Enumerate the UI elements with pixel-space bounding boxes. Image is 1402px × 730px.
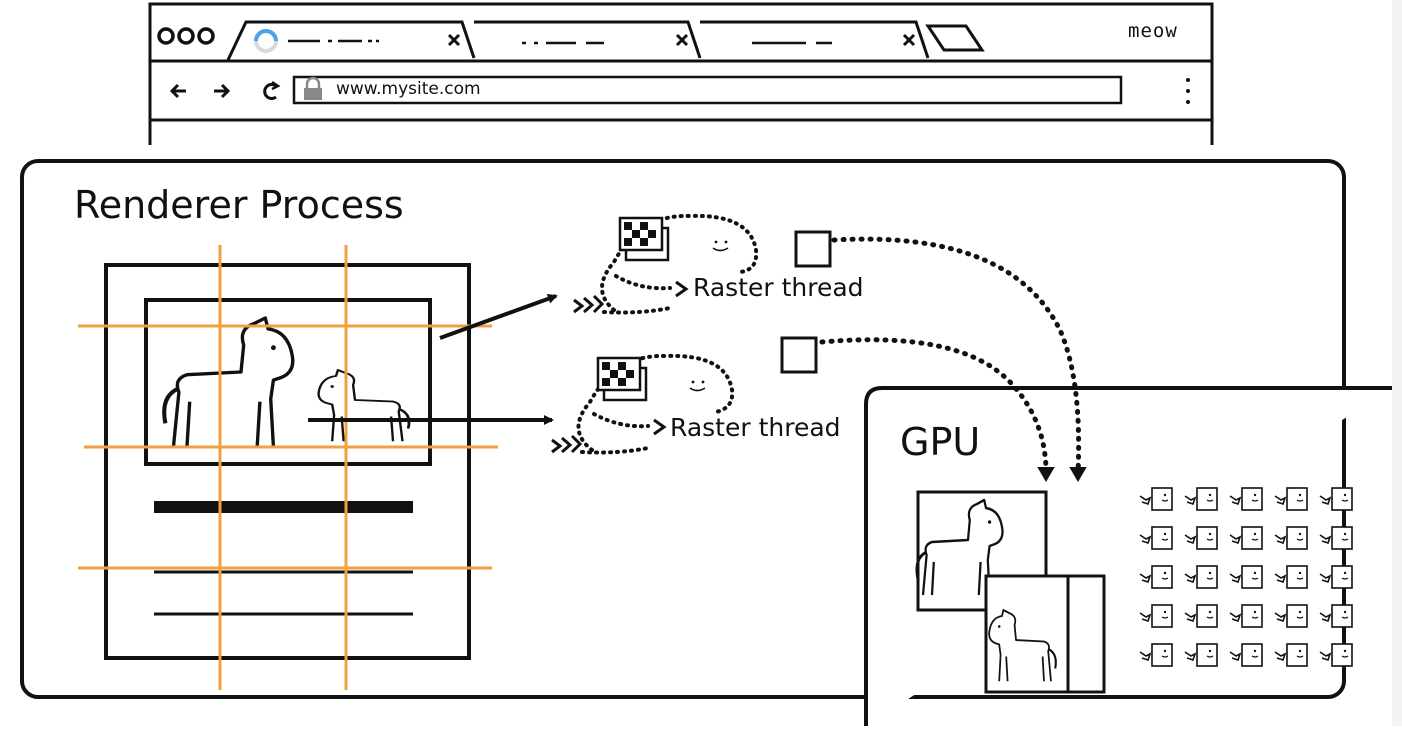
page-gutter xyxy=(1392,0,1402,726)
upload-path xyxy=(831,236,1082,475)
tab-1[interactable] xyxy=(226,20,476,61)
text-line-bold xyxy=(154,501,413,513)
tile-grid xyxy=(78,245,498,690)
lock-icon xyxy=(304,76,322,100)
bitmap-output-icon xyxy=(794,230,832,268)
raster-thread-2 xyxy=(551,336,818,455)
raster-tile-icon xyxy=(596,356,648,402)
loading-spinner-icon xyxy=(254,29,278,53)
tab-3[interactable] xyxy=(700,20,930,59)
window-controls[interactable] xyxy=(157,27,215,45)
worker-face-icon xyxy=(712,240,729,252)
tab-2[interactable] xyxy=(474,20,702,59)
tile-arrow xyxy=(439,294,558,340)
gpu-title: GPU xyxy=(900,420,981,464)
upload-path xyxy=(819,337,1049,475)
worker-face-icon xyxy=(689,380,706,392)
new-tab-button[interactable] xyxy=(925,24,985,52)
address-bar[interactable] xyxy=(292,75,1123,105)
url-text[interactable]: www.mysite.com xyxy=(336,79,481,99)
close-icon[interactable] xyxy=(675,33,689,47)
close-icon[interactable] xyxy=(902,33,916,47)
more-menu-icon[interactable] xyxy=(1186,78,1190,104)
upload-path-arrowhead xyxy=(1069,467,1087,482)
raster-thread-label: Raster thread xyxy=(693,273,864,302)
back-arrow-icon[interactable] xyxy=(169,83,186,99)
raster-thread-label: Raster thread xyxy=(670,413,841,442)
forward-arrow-icon[interactable] xyxy=(214,83,231,99)
bitmap-output-icon xyxy=(780,336,818,374)
raster-tile-icon xyxy=(618,216,670,262)
upload-path-arrowhead xyxy=(1037,467,1055,482)
browser-title: meow xyxy=(1128,20,1178,42)
close-icon[interactable] xyxy=(447,33,461,47)
raster-thread-1 xyxy=(573,213,832,315)
browser-window xyxy=(148,2,1214,145)
gpu-tile-back xyxy=(984,574,1106,694)
reload-icon[interactable] xyxy=(263,80,281,100)
renderer-process-title: Renderer Process xyxy=(74,183,404,227)
